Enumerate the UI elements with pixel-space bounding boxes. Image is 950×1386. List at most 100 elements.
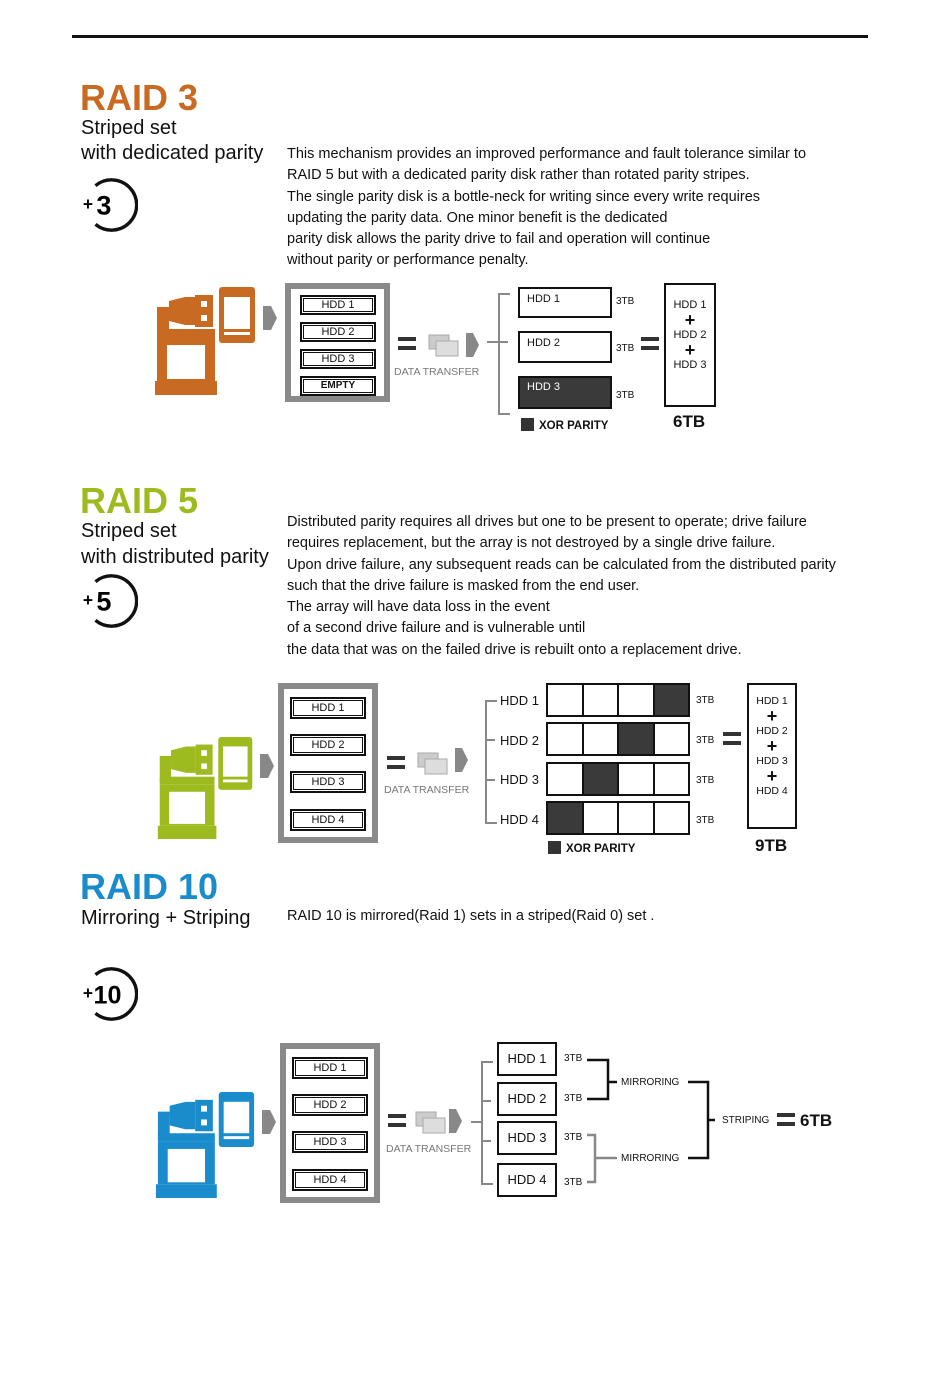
- parity-block: [654, 685, 688, 715]
- data-block: [619, 685, 655, 715]
- enclosure-slot: HDD 1: [290, 697, 366, 719]
- svg-text:5: 5: [96, 587, 111, 617]
- section-subtitle: Mirroring + Striping: [81, 907, 251, 929]
- drive-label: HDD 2: [500, 733, 540, 748]
- equals-icon: [387, 765, 405, 769]
- arrow-right-icon: [260, 754, 274, 778]
- section-description: RAID 10 is mirrored(Raid 1) sets in a st…: [287, 908, 655, 924]
- equals-icon: [723, 741, 741, 745]
- drive-stripe: [546, 762, 690, 796]
- data-transfer-label: DATA TRANSFER: [384, 784, 470, 796]
- enclosure-slot: HDD 2: [290, 734, 366, 756]
- parity-block: [583, 764, 619, 794]
- svg-text:+: +: [83, 983, 93, 1003]
- svg-text:10: 10: [94, 982, 122, 1010]
- drive-size: 3TB: [564, 1177, 583, 1188]
- data-block: [654, 764, 688, 794]
- drive-size: 3TB: [696, 775, 715, 786]
- svg-text:+: +: [83, 590, 93, 610]
- svg-text:+: +: [83, 194, 93, 214]
- bracket-tick: [485, 779, 495, 781]
- equals-icon: [723, 732, 741, 736]
- computer-storage-icon: [155, 1092, 255, 1198]
- section-subtitle: with distributed parity: [81, 546, 269, 568]
- data-block: [619, 764, 655, 794]
- drive-label: HDD 3: [500, 772, 540, 787]
- drive: HDD 1: [518, 287, 612, 318]
- drive-size: 3TB: [696, 815, 715, 826]
- enclosure-slot: HDD 4: [292, 1169, 368, 1191]
- raid-level-badge-icon: + 5: [83, 574, 138, 628]
- drive-size: 3TB: [564, 1093, 583, 1104]
- parity-block: [619, 724, 655, 754]
- drive-stripe: [546, 683, 690, 717]
- bracket-tick: [485, 739, 495, 741]
- enclosure-slot: HDD 2: [292, 1094, 368, 1116]
- data-block: [583, 685, 619, 715]
- header-rule: [72, 35, 868, 38]
- drive-enclosure: HDD 1 HDD 2 HDD 3 HDD 4: [278, 683, 378, 843]
- arrow-right-icon: [449, 1109, 462, 1133]
- data-transfer-label: DATA TRANSFER: [386, 1143, 472, 1155]
- drive-parity: HDD 3: [518, 376, 612, 409]
- section-title: RAID 3: [80, 77, 199, 118]
- bracket: [485, 700, 497, 824]
- bracket-tick: [481, 1100, 491, 1102]
- drive-size: 3TB: [564, 1132, 583, 1143]
- total-capacity: 9TB: [755, 836, 788, 855]
- section-title: RAID 5: [80, 480, 199, 521]
- equals-icon: [398, 346, 416, 350]
- enclosure-slot: HDD 3: [292, 1131, 368, 1153]
- mirroring-label: MIRRORING: [621, 1077, 680, 1088]
- svg-text:3: 3: [96, 191, 111, 221]
- equals-icon: [388, 1114, 406, 1118]
- drive-stripe: [546, 801, 690, 835]
- drive-size: 3TB: [616, 390, 635, 401]
- folders-icon: [428, 334, 459, 357]
- mirroring-striping-connectors: [587, 1058, 715, 1184]
- computer-storage-icon: [155, 287, 255, 395]
- folders-icon: [417, 752, 448, 775]
- equals-icon: [641, 337, 659, 341]
- section-title: RAID 10: [80, 866, 219, 907]
- enclosure-slot-empty: EMPTY: [300, 376, 376, 396]
- equals-icon: [777, 1122, 795, 1126]
- data-block: [654, 724, 688, 754]
- legend-xor-parity: XOR PARITY: [548, 841, 635, 855]
- equals-icon: [388, 1123, 406, 1127]
- equals-icon: [398, 337, 416, 341]
- arrow-right-icon: [262, 1110, 276, 1134]
- data-block: [583, 724, 619, 754]
- raid-level-badge-icon: + 3: [83, 178, 138, 232]
- data-block: [583, 803, 619, 833]
- enclosure-slot: HDD 3: [290, 771, 366, 793]
- legend-swatch: [548, 841, 561, 854]
- bracket-stem: [471, 1121, 481, 1123]
- section-subtitle: Striped set: [81, 117, 177, 139]
- folders-icon: [415, 1111, 446, 1134]
- capacity-result: HDD 1 + HDD 2 + HDD 3: [664, 283, 716, 407]
- drive-stripe: [546, 722, 690, 756]
- striping-label: STRIPING: [722, 1115, 770, 1126]
- enclosure-slot: HDD 3: [300, 349, 376, 369]
- drive-label: HDD 4: [500, 812, 540, 827]
- data-block: [619, 803, 655, 833]
- total-capacity: 6TB: [673, 412, 706, 431]
- bracket: [481, 1061, 493, 1185]
- parity-block: [548, 803, 584, 833]
- section-description: This mechanism provides an improved perf…: [287, 146, 807, 269]
- arrow-right-icon: [466, 333, 479, 357]
- drive-size: 3TB: [616, 296, 635, 307]
- drive-enclosure: HDD 1 HDD 2 HDD 3 EMPTY: [285, 283, 390, 402]
- equals-icon: [387, 756, 405, 760]
- data-transfer-label: DATA TRANSFER: [394, 366, 480, 378]
- data-block: [548, 685, 584, 715]
- section-subtitle: Striped set: [81, 520, 177, 542]
- drive-enclosure: HDD 1 HDD 2 HDD 3 HDD 4: [280, 1043, 380, 1203]
- total-capacity: 6TB: [800, 1111, 833, 1130]
- drive: HDD 3: [497, 1121, 557, 1155]
- bracket-tick: [481, 1140, 491, 1142]
- enclosure-slot: HDD 4: [290, 809, 366, 831]
- arrow-right-icon: [263, 306, 277, 330]
- equals-icon: [641, 346, 659, 350]
